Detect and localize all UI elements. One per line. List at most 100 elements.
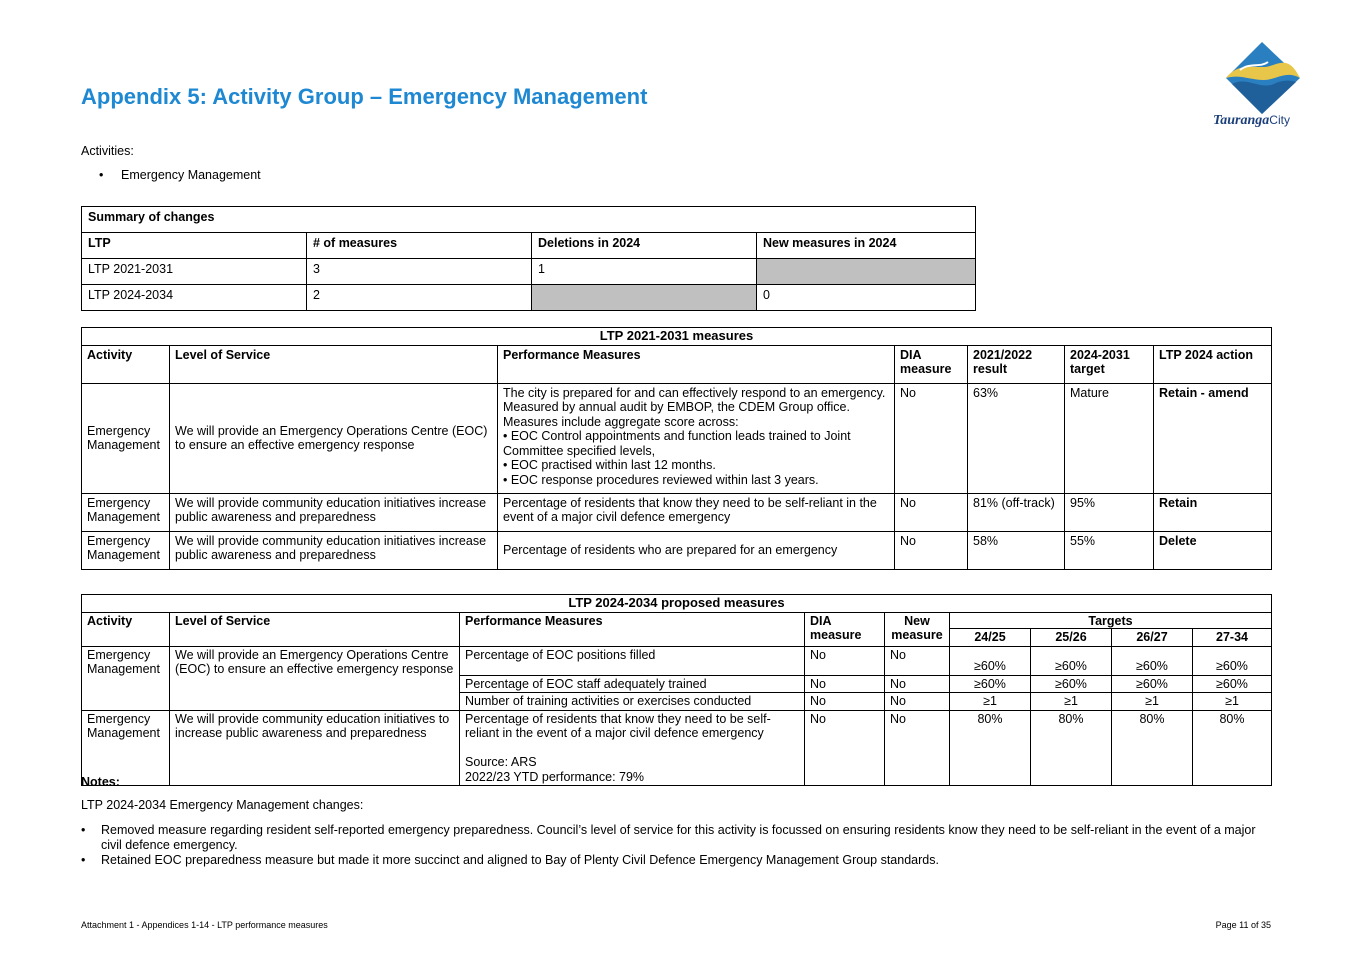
result-cell: 63%	[967, 382, 1065, 494]
logo-text: Tauranga	[1213, 113, 1270, 128]
bullet-icon: •	[81, 853, 86, 867]
activity-cell: Emergency Management	[81, 382, 170, 494]
bullet-icon: •	[81, 823, 86, 837]
target-cell: ≥60%	[1192, 674, 1272, 693]
ltp21-caption: LTP 2021-2031 measures	[81, 327, 1272, 346]
summary-header-new: New measures in 2024	[756, 232, 976, 259]
activity-cell: Emergency Management	[81, 645, 170, 711]
ltp21-header-los: Level of Service	[169, 344, 498, 384]
target-cell: 55%	[1064, 530, 1154, 570]
summary-header-deletions: Deletions in 2024	[531, 232, 757, 259]
new-cell: No	[884, 674, 950, 693]
note-text: Removed measure regarding resident self-…	[101, 823, 1256, 852]
table-cell: 2	[306, 284, 532, 311]
target-cell: ≥1	[949, 692, 1031, 711]
summary-heading: Summary of changes	[81, 206, 976, 233]
ltp24-header-year: 25/26	[1030, 628, 1112, 647]
activity-item: Emergency Management	[121, 168, 261, 182]
action-cell: Retain - amend	[1153, 382, 1272, 494]
ltp24-header-year: 24/25	[949, 628, 1031, 647]
pm-cell: Percentage of residents who are prepared…	[497, 530, 895, 570]
bullet-icon: •	[99, 168, 104, 182]
dia-cell: No	[804, 645, 885, 676]
dia-cell: No	[804, 709, 885, 786]
result-cell: 81% (off-track)	[967, 492, 1065, 532]
table-cell: 0	[756, 284, 976, 311]
table-row: Emergency Management We will provide com…	[81, 492, 1272, 532]
target-cell: 80%	[1030, 709, 1112, 786]
target-cell: ≥60%	[949, 674, 1031, 693]
ltp24-header-new: New measure	[884, 611, 950, 647]
target-cell: 80%	[1111, 709, 1193, 786]
footer-attachment: Attachment 1 - Appendices 1-14 - LTP per…	[81, 920, 328, 930]
los-cell: We will provide an Emergency Operations …	[169, 382, 498, 494]
logo-suffix: City	[1269, 113, 1290, 127]
ltp-2024-2034-table: LTP 2024-2034 proposed measures Activity…	[81, 594, 1272, 786]
target-cell: 80%	[1192, 709, 1272, 786]
tauranga-city-logo: TaurangaCity	[1210, 40, 1315, 135]
los-cell: We will provide an Emergency Operations …	[169, 645, 460, 711]
pm-cell: The city is prepared for and can effecti…	[497, 382, 895, 494]
notes-intro: LTP 2024-2034 Emergency Management chang…	[81, 798, 364, 812]
result-cell: 58%	[967, 530, 1065, 570]
activity-cell: Emergency Management	[81, 709, 170, 786]
dia-cell: No	[894, 382, 968, 494]
los-cell: We will provide community education init…	[169, 709, 460, 786]
ltp24-header-los: Level of Service	[169, 611, 460, 647]
dia-cell: No	[894, 492, 968, 532]
table-row: LTP 2021-2031 3 1	[81, 258, 976, 285]
new-cell: No	[884, 709, 950, 786]
table-cell: 3	[306, 258, 532, 285]
ltp21-header-action: LTP 2024 action	[1153, 344, 1272, 384]
empty-cell	[531, 284, 757, 311]
activity-cell: Emergency Management	[81, 492, 170, 532]
target-cell: Mature	[1064, 382, 1154, 494]
table-row: Emergency Management We will provide com…	[81, 530, 1272, 570]
dia-cell: No	[894, 530, 968, 570]
action-cell: Delete	[1153, 530, 1272, 570]
ltp24-header-activity: Activity	[81, 611, 170, 647]
new-cell: No	[884, 692, 950, 711]
ltp-2021-2031-table: LTP 2021-2031 measures Activity Level of…	[81, 327, 1272, 570]
pm-cell: Percentage of residents that know they n…	[497, 492, 895, 532]
dia-cell: No	[804, 692, 885, 711]
target-cell: ≥60%	[1030, 645, 1112, 676]
ltp24-header-pm: Performance Measures	[459, 611, 805, 647]
target-cell: ≥1	[1192, 692, 1272, 711]
pm-cell: Percentage of EOC positions filled	[459, 645, 805, 676]
action-cell: Retain	[1153, 492, 1272, 532]
dia-cell: No	[804, 674, 885, 693]
footer-page-number: Page 11 of 35	[1215, 920, 1271, 930]
pm-cell: Percentage of residents that know they n…	[459, 709, 805, 786]
empty-cell	[756, 258, 976, 285]
pm-cell: Number of training activities or exercis…	[459, 692, 805, 711]
target-cell: ≥1	[1111, 692, 1193, 711]
ltp24-header-year: 27-34	[1192, 628, 1272, 647]
ltp21-header-dia: DIA measure	[894, 344, 968, 384]
target-cell: ≥60%	[949, 645, 1031, 676]
target-cell: 80%	[949, 709, 1031, 786]
ltp21-header-pm: Performance Measures	[497, 344, 895, 384]
table-row: Emergency Management We will provide an …	[81, 645, 1272, 711]
table-cell: LTP 2021-2031	[81, 258, 307, 285]
target-cell: ≥1	[1030, 692, 1112, 711]
note-text: Retained EOC preparedness measure but ma…	[101, 853, 939, 867]
target-cell: ≥60%	[1111, 645, 1193, 676]
summary-header-measures: # of measures	[306, 232, 532, 259]
target-cell: ≥60%	[1192, 645, 1272, 676]
ltp24-caption: LTP 2024-2034 proposed measures	[81, 594, 1272, 613]
los-cell: We will provide community education init…	[169, 492, 498, 532]
table-cell: 1	[531, 258, 757, 285]
notes-label: Notes:	[81, 775, 120, 789]
table-row: LTP 2024-2034 2 0	[81, 284, 976, 311]
table-row: Percentage of EOC staff adequately train…	[82, 674, 1272, 693]
ltp24-header-targets: Targets	[949, 611, 1272, 629]
ltp21-header-activity: Activity	[81, 344, 170, 384]
ltp21-header-target: 2024-2031 target	[1064, 344, 1154, 384]
ltp24-header-year: 26/27	[1111, 628, 1193, 647]
summary-table: Summary of changes LTP # of measures Del…	[81, 206, 976, 311]
table-row: Emergency Management We will provide com…	[81, 709, 1272, 786]
activity-cell: Emergency Management	[81, 530, 170, 570]
pm-cell: Percentage of EOC staff adequately train…	[459, 674, 805, 693]
new-cell: No	[884, 645, 950, 676]
